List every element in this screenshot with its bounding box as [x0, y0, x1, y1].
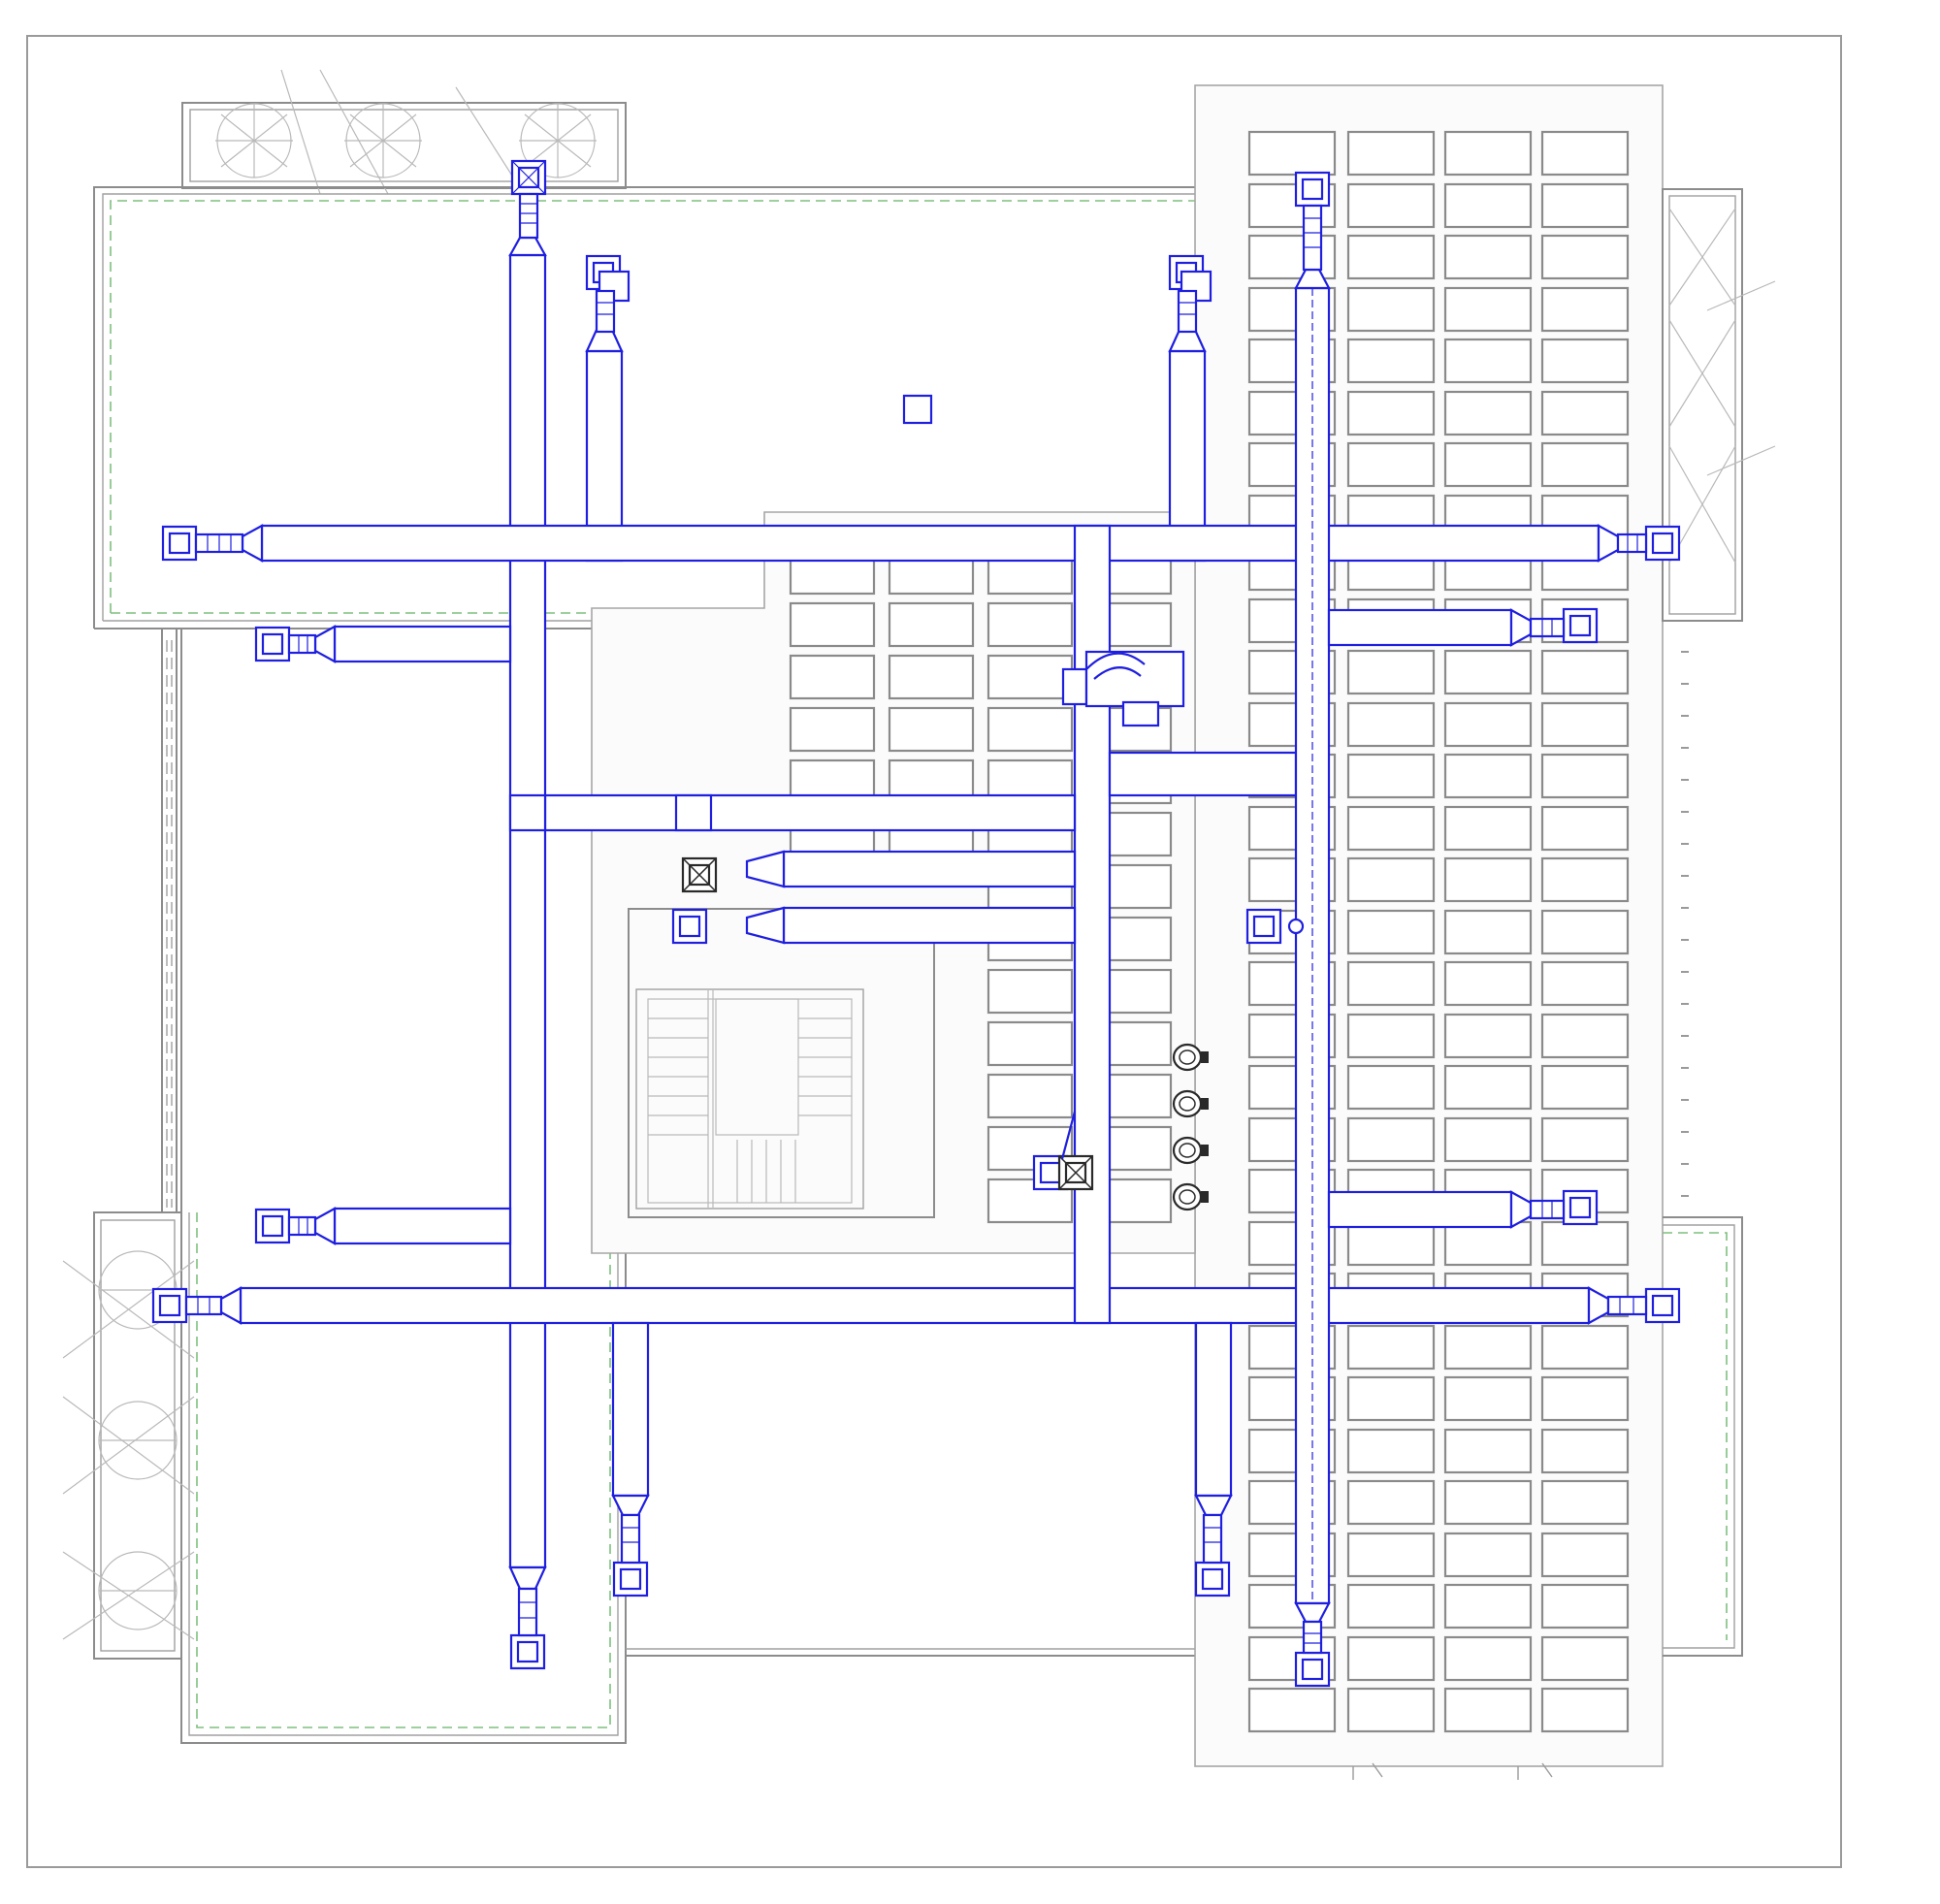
duct-branch-horizontal [333, 1207, 512, 1245]
air-diffuser-icon [612, 1561, 649, 1597]
air-diffuser-icon [1562, 1189, 1599, 1226]
air-diffuser-icon [509, 1633, 546, 1670]
left-curtain-wall [161, 629, 178, 1212]
planter-top-left [181, 69, 627, 195]
equipment [681, 650, 1185, 1191]
bottom-edge-ticks [1352, 1762, 1553, 1780]
duct-transition [745, 906, 786, 945]
exhaust-fan-icon [681, 856, 718, 893]
flex-duct-icon [595, 289, 616, 334]
right-edge-markers [1681, 651, 1689, 1197]
tree-icon [319, 69, 422, 195]
planter-right [1662, 188, 1776, 622]
duct-transition [313, 1207, 337, 1245]
exhaust-fan-icon [1057, 1154, 1094, 1191]
duct-transition [313, 625, 337, 663]
duct-round-takeoff [1287, 918, 1305, 935]
duct-branch-vertical [611, 1321, 650, 1498]
flex-duct-icon [1529, 1199, 1566, 1220]
air-diffuser-icon [1194, 1561, 1231, 1597]
fan-unit-icon [1061, 650, 1185, 727]
duct-branch-horizontal-middle [543, 793, 1077, 832]
tree-icon [62, 1551, 195, 1640]
flex-duct-icon [518, 192, 539, 240]
toilet-icon [1172, 1136, 1209, 1165]
duct-branch-vertical [674, 793, 713, 832]
toilet-group [1172, 1043, 1209, 1211]
flex-duct-icon [287, 633, 317, 655]
bottom-middle-corridor [626, 1648, 1195, 1657]
duct-transition [585, 328, 624, 353]
stair-icon [628, 908, 935, 1218]
duct-branch-horizontal [333, 625, 512, 663]
sheet-border [26, 35, 1842, 1868]
toilet-icon [1172, 1043, 1209, 1072]
flex-duct-icon [1606, 1295, 1648, 1316]
duct-transition [508, 236, 547, 257]
duct-branch-vertical [1194, 1321, 1233, 1498]
duct-fitting [508, 793, 547, 832]
flex-duct-icon [194, 532, 244, 554]
flex-duct-icon [517, 1587, 538, 1637]
flex-duct-icon [1529, 617, 1566, 638]
air-diffuser-icon [1562, 607, 1599, 644]
air-diffuser-icon [1644, 525, 1681, 562]
ductwork [219, 236, 1620, 1624]
tree-icon [62, 1396, 195, 1495]
flex-duct-icon [287, 1215, 317, 1237]
duct-branch-horizontal [1327, 608, 1513, 647]
air-diffuser-icon [1245, 908, 1282, 945]
flex-duct-icon [1202, 1513, 1223, 1565]
access-panel [902, 394, 933, 425]
air-diffuser-icon [254, 626, 291, 662]
duct-transition [241, 524, 264, 563]
air-diffuser-icon [1294, 171, 1331, 208]
flex-duct-icon [1177, 289, 1198, 334]
duct-main-horizontal-top [260, 524, 1600, 563]
duct-trunk-left-vertical [508, 253, 547, 1569]
duct-transition [508, 1565, 547, 1591]
right-lower-wall [1663, 1216, 1743, 1657]
air-diffuser-icon [671, 908, 708, 945]
flex-duct-icon [1302, 1620, 1323, 1655]
duct-transition [219, 1286, 242, 1325]
toilet-icon [1172, 1089, 1209, 1118]
duct-branch-horizontal [1327, 1190, 1513, 1229]
flex-duct-icon [1616, 532, 1648, 554]
duct-transition [745, 850, 786, 888]
air-diffuser-icon [1644, 1287, 1681, 1324]
flex-duct-icon [1060, 1111, 1077, 1160]
duct-branch-horizontal [782, 850, 1077, 888]
flex-duct-icon [620, 1513, 641, 1565]
air-diffuser-icon [510, 159, 547, 196]
tree-icon [215, 69, 321, 195]
air-diffuser-icon [151, 1287, 188, 1324]
air-diffuser-icon [161, 525, 198, 562]
flex-duct-icon [184, 1295, 223, 1316]
flex-duct-icon [1302, 204, 1323, 272]
air-diffuser-icon [254, 1208, 291, 1244]
duct-branch-horizontal [1108, 751, 1298, 797]
toilet-icon [1172, 1182, 1209, 1211]
duct-branch-horizontal [782, 906, 1077, 945]
duct-riser-central [1073, 524, 1112, 1325]
duct-main-horizontal-bottom [239, 1286, 1591, 1325]
air-diffuser-icon [1294, 1651, 1331, 1688]
